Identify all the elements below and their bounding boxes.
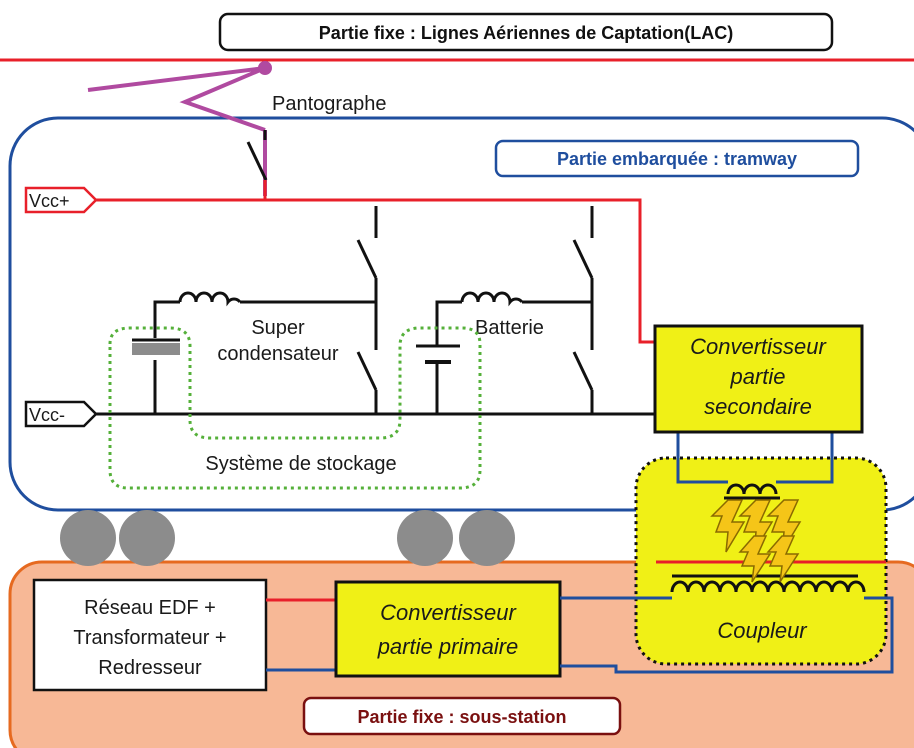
onboard-label-box (494, 139, 860, 178)
vcc-plus-label: Vcc+ (29, 191, 70, 211)
storage-outline (108, 326, 482, 490)
lac-label-box (218, 12, 834, 52)
wheel-icon (397, 510, 453, 566)
switch-icon (572, 351, 594, 391)
battery-icon (416, 344, 460, 364)
lightning-group (710, 499, 802, 583)
edf-box (32, 578, 268, 692)
substation-label-box (302, 696, 622, 736)
supercap-label-1: Super (251, 317, 305, 339)
switch-icon (572, 239, 594, 279)
inductor-icon (460, 291, 524, 307)
conv-primary-line1: Convertisseur (380, 600, 517, 625)
storage-label: Système de stockage (205, 453, 396, 475)
vcc-minus-terminal (24, 400, 98, 428)
lightning-icon (738, 535, 772, 583)
switch-icon (356, 351, 378, 391)
converter-secondary (653, 324, 864, 434)
supercap-label-2: condensateur (217, 343, 339, 365)
conv-secondary-line1: Convertisseur (690, 334, 827, 359)
pantograph-switch-icon (246, 141, 268, 181)
vcc-plus-terminal (24, 186, 98, 214)
secondary-wire (676, 432, 728, 484)
switch-icon (356, 239, 378, 279)
conv-secondary-line2: partie (729, 364, 785, 389)
lightning-icon (710, 499, 746, 553)
transformer-icon (670, 580, 866, 593)
switch-pair-1 (356, 206, 378, 414)
wheel-icon (60, 510, 116, 566)
wheel-icon (459, 510, 515, 566)
coupler-label: Coupleur (717, 618, 808, 643)
conv-secondary-line3: secondaire (704, 394, 812, 419)
transformer-icon (726, 483, 778, 495)
converter-primary (334, 580, 562, 678)
vcc-minus-label: Vcc- (29, 405, 65, 425)
conv-primary-line2: partie primaire (377, 634, 519, 659)
inductor-icon (178, 291, 242, 307)
wheel-icon (119, 510, 175, 566)
lightning-icon (766, 535, 800, 583)
edf-line3: Redresseur (98, 657, 202, 679)
edf-line1: Réseau EDF + (84, 597, 216, 619)
edf-line2: Transformateur + (73, 627, 226, 649)
battery-label: Batterie (475, 317, 544, 339)
supercap-branch (153, 291, 376, 414)
lac-label: Partie fixe : Lignes Aériennes de Captat… (319, 23, 733, 43)
vcc-plus-bus (96, 198, 655, 344)
battery-branch (435, 291, 592, 414)
onboard-label: Partie embarquée : tramway (557, 149, 797, 169)
switch-pair-2 (572, 206, 594, 414)
pantograph-label: Pantographe (272, 93, 387, 115)
capacitor-icon (132, 343, 180, 355)
substation-label: Partie fixe : sous-station (357, 707, 566, 727)
